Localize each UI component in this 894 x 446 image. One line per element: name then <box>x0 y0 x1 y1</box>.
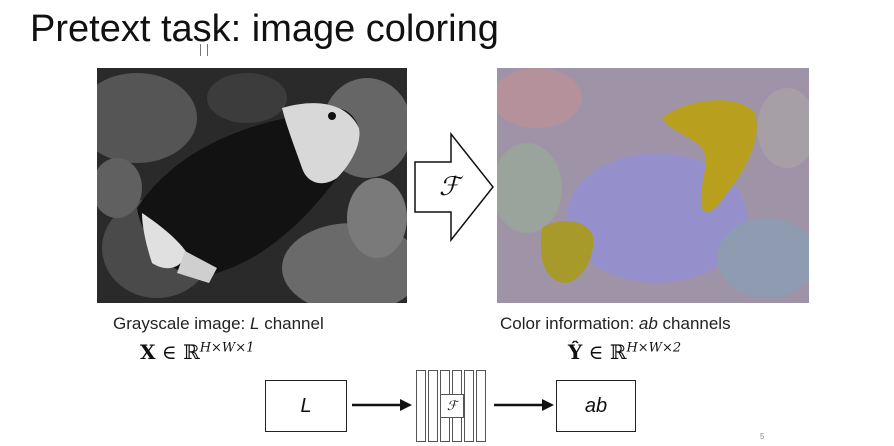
output-dimensions: H×W×2 <box>626 340 682 356</box>
network-f-label: ℱ <box>440 394 464 418</box>
arrow-right-icon <box>352 399 412 411</box>
text-cursor-icon <box>200 44 208 56</box>
real-space-symbol: ℝ <box>609 340 627 364</box>
arrow-right-icon <box>494 399 554 411</box>
output-formula: Ŷ ∈ ℝH×W×2 <box>568 340 681 364</box>
transform-f-label: ℱ <box>439 172 460 202</box>
grayscale-caption-channel: L <box>250 314 260 333</box>
grayscale-caption-suffix: channel <box>259 314 324 333</box>
color-caption-prefix: Color information: <box>500 314 639 333</box>
output-symbol: Ŷ <box>568 340 583 364</box>
network-layer-bar <box>416 370 426 442</box>
input-dimensions: H×W×1 <box>199 340 255 356</box>
real-space-symbol: ℝ <box>183 340 200 364</box>
slide-title: Pretext task: image coloring <box>30 8 499 50</box>
page-number: 5 <box>760 432 765 441</box>
input-symbol: X <box>140 340 156 364</box>
grayscale-caption: Grayscale image: L channel <box>113 314 324 334</box>
input-formula: X ∈ ℝH×W×1 <box>140 340 254 364</box>
input-l-box: L <box>265 380 347 432</box>
network-layers: ℱ <box>416 370 488 442</box>
color-caption-suffix: channels <box>657 314 731 333</box>
element-of-symbol: ∈ <box>588 340 604 364</box>
network-layer-bar <box>476 370 486 442</box>
color-caption-channel: ab <box>638 314 658 333</box>
network-layer-bar <box>464 370 474 442</box>
network-layer-bar <box>428 370 438 442</box>
grayscale-caption-prefix: Grayscale image: <box>113 314 250 333</box>
color-caption: Color information: ab channels <box>500 314 731 334</box>
element-of-symbol: ∈ <box>161 340 177 364</box>
big-transform-arrow-icon <box>414 132 494 242</box>
grayscale-fish-image <box>97 68 407 303</box>
output-ab-box: ab <box>556 380 636 432</box>
ab-channels-colormap-image <box>497 68 809 303</box>
